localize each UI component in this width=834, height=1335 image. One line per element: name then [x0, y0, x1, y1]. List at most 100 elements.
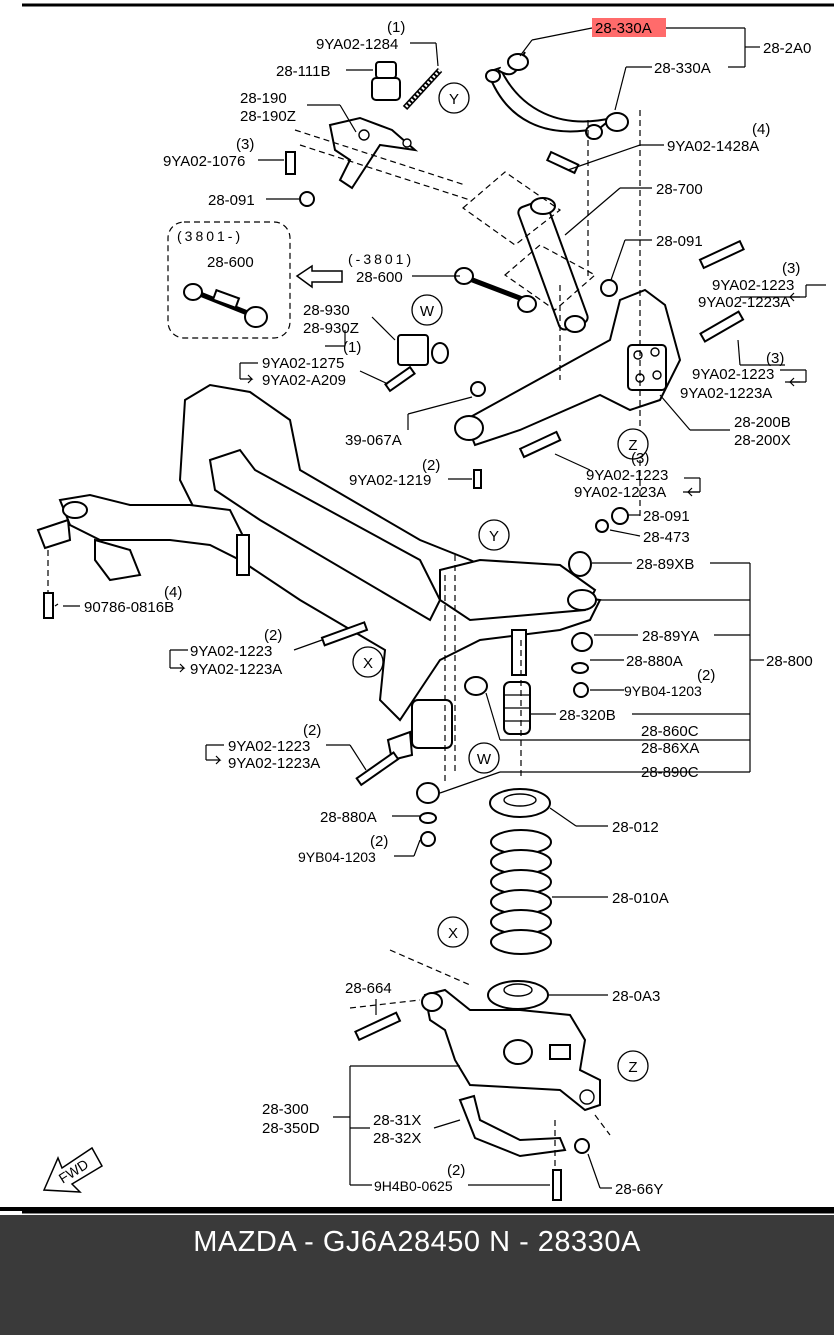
label-part: 28-190 [240, 90, 287, 107]
label-qty: (1) [387, 19, 405, 36]
callout-y-mid: Y [478, 519, 510, 551]
label-part: 9YA02-1428A [667, 138, 759, 155]
bump-stopper-part [371, 61, 401, 101]
svg-text:W: W [477, 751, 492, 768]
label-qty: (2) [264, 627, 282, 644]
label-qty: (3) [631, 450, 649, 467]
label-range: (-3801) [348, 251, 414, 267]
bolt-part [43, 592, 54, 619]
label-qty: (4) [164, 584, 182, 601]
label-part: 28-600 [207, 254, 254, 271]
svg-text:X: X [363, 655, 373, 672]
label-part: 28-800 [766, 653, 813, 670]
label-qty: (2) [422, 457, 440, 474]
label-part: 9YA02-1223 [190, 643, 272, 660]
washer-part [571, 662, 589, 674]
callout-z-bottom: Z [617, 1050, 649, 1082]
svg-text:X: X [448, 925, 458, 942]
coil-spring-part [490, 829, 552, 955]
spring-seat-part [489, 788, 551, 818]
label-qty: (3) [236, 136, 254, 153]
label-part: 28-880A [320, 809, 377, 826]
bracket-part [328, 116, 419, 190]
label-part: 28-930Z [303, 320, 359, 337]
label-part: 28-473 [643, 529, 690, 546]
label-part: 28-664 [345, 980, 392, 997]
label-part: 9YA02-1223A [228, 755, 320, 772]
bolt-part [518, 430, 562, 459]
callout-y-top: Y [438, 82, 470, 114]
trailing-link-part [454, 288, 682, 447]
label-part: 9H4B0-0625 [374, 1178, 453, 1194]
callout-x-mid: X [352, 646, 384, 678]
nut-part [573, 682, 589, 698]
bolt-part [285, 151, 296, 175]
callout-x-bottom: X [437, 916, 469, 948]
label-part: 9YA02-1223 [228, 738, 310, 755]
label-part: 9YA02-1219 [349, 472, 431, 489]
label-qty: (4) [752, 121, 770, 138]
parts-diagram: Y W Z Y X W X Z [22, 3, 834, 1214]
bolt-part [699, 310, 745, 343]
lateral-link-part [183, 283, 268, 328]
spring-seat-part [487, 980, 549, 1010]
bushing-part [568, 551, 592, 577]
label-part: 28-930 [303, 302, 350, 319]
footer-caption: MAZDA - GJ6A28450 N - 28330A [193, 1226, 641, 1258]
label-part: 28-330A [654, 60, 711, 77]
washer-part [419, 812, 437, 824]
fwd-arrow-icon: FWD [42, 1146, 104, 1193]
label-qty: (3) [782, 260, 800, 277]
bolt-part [473, 469, 482, 489]
bushing-part [416, 782, 440, 804]
label-qty: (2) [447, 1162, 465, 1179]
label-part: 28-320B [559, 707, 616, 724]
bushing-part [431, 342, 449, 364]
svg-text:Z: Z [628, 437, 637, 454]
label-part: 28-0A3 [612, 988, 660, 1005]
label-part: 9YA02-1223A [680, 385, 772, 402]
label-part: 9YA02-1223 [586, 467, 668, 484]
label-part: 9YA02-A209 [262, 372, 346, 389]
nut-part [470, 381, 486, 397]
svg-text:Z: Z [628, 1059, 637, 1076]
label-part: 28-860C [641, 723, 699, 740]
label-part: 28-350D [262, 1120, 320, 1137]
label-part: 9YA02-1284 [316, 36, 398, 53]
bolt-part [552, 1169, 562, 1201]
plate-part [458, 1094, 567, 1158]
label-part: 28-012 [612, 819, 659, 836]
bushing-part [571, 632, 593, 652]
svg-text:Y: Y [449, 91, 459, 108]
label-qty: (2) [303, 722, 321, 739]
nut-part [420, 831, 436, 847]
label-part: 28-700 [656, 181, 703, 198]
label-part: 39-067A [345, 432, 402, 449]
variant-box [167, 221, 291, 339]
label-part: 28-200B [734, 414, 791, 431]
label-range: (3801-) [177, 228, 243, 244]
label-qty: (3) [766, 350, 784, 367]
label-part: 9YA02-1223 [712, 277, 794, 294]
label-part: 28-091 [643, 508, 690, 525]
arrow-left-icon [295, 264, 343, 289]
bolt-part [320, 621, 369, 647]
label-part: 28-200X [734, 432, 791, 449]
label-part: 9YA02-1223 [692, 366, 774, 383]
label-part: 9YA02-1076 [163, 153, 245, 170]
label-part: 28-111B [276, 63, 331, 80]
label-part: 28-300 [262, 1101, 309, 1118]
svg-text:W: W [420, 303, 435, 320]
footer-divider [0, 1207, 834, 1211]
callout-z-top: Z [617, 428, 649, 460]
label-part: 28-190Z [240, 108, 296, 125]
label-highlighted-part: 28-330A [595, 20, 652, 37]
bushing-part [464, 676, 488, 696]
label-part: 9YB04-1203 [624, 683, 702, 699]
bolt-part [384, 365, 416, 393]
label-part: 9YB04-1203 [298, 849, 376, 865]
label-part: 9YA02-1223A [190, 661, 282, 678]
label-part: 28-32X [373, 1130, 421, 1147]
label-part: 28-010A [612, 890, 669, 907]
washer-part [595, 519, 609, 533]
